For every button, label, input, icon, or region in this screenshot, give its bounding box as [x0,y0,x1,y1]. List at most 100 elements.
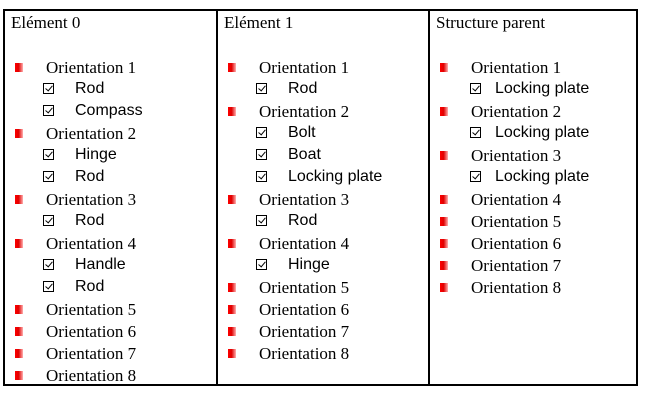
orientation-item: Orientation 5 [430,212,636,234]
checkbox-checked-icon [256,215,267,226]
checkbox-checked-icon [256,149,267,160]
red-square-bullet-icon [228,349,236,358]
orientation-label: Orientation 2 [46,124,137,143]
orientation-item: Orientation 3 [5,190,216,212]
checkbox-checked-icon [43,149,54,160]
red-square-bullet-icon [228,239,236,248]
checkbox-checked-icon [256,171,267,182]
component-item: Bolt [218,124,428,146]
column-header: Structure parent [436,13,546,32]
red-square-bullet-icon [440,63,448,72]
orientation-label: Orientation 1 [46,58,137,77]
column-header: Elément 1 [224,13,294,32]
component-item: Rod [5,278,216,300]
component-label: Rod [75,278,105,295]
checkbox-checked-icon [256,83,267,94]
orientation-label: Orientation 7 [471,256,562,275]
component-label: Locking plate [495,80,590,97]
orientation-item: Orientation 1 [218,58,428,80]
orientation-label: Orientation 3 [46,190,137,209]
component-item: Rod [5,80,216,102]
red-square-bullet-icon [440,107,448,116]
component-item: Handle [5,256,216,278]
orientation-item: Orientation 2 [430,102,636,124]
component-label: Rod [75,168,105,185]
component-item: Rod [218,80,428,102]
orientation-label: Orientation 5 [259,278,350,297]
orientation-item: Orientation 2 [218,102,428,124]
orientation-label: Orientation 2 [471,102,562,121]
checkbox-checked-icon [43,83,54,94]
red-square-bullet-icon [15,371,23,380]
orientation-label: Orientation 3 [471,146,562,165]
orientation-item: Orientation 6 [5,322,216,344]
component-label: Hinge [288,256,330,273]
red-square-bullet-icon [228,305,236,314]
orientation-item: Orientation 4 [5,234,216,256]
component-item: Rod [218,212,428,234]
orientation-item: Orientation 8 [5,366,216,388]
orientation-item: Orientation 7 [218,322,428,344]
component-label: Locking plate [495,124,590,141]
component-label: Boat [288,146,321,163]
orientation-label: Orientation 7 [259,322,350,341]
orientation-label: Orientation 4 [259,234,350,253]
orientation-label: Orientation 3 [259,190,350,209]
orientation-label: Orientation 1 [471,58,562,77]
component-label: Rod [75,212,105,229]
component-label: Rod [75,80,105,97]
checkbox-checked-icon [43,259,54,270]
component-item: Locking plate [430,168,636,190]
orientation-item: Orientation 6 [218,300,428,322]
orientation-item: Orientation 4 [218,234,428,256]
red-square-bullet-icon [228,327,236,336]
checkbox-checked-icon [256,127,267,138]
component-label: Handle [75,256,126,273]
orientation-item: Orientation 5 [5,300,216,322]
orientation-item: Orientation 8 [218,344,428,366]
red-square-bullet-icon [15,195,23,204]
red-square-bullet-icon [228,195,236,204]
red-square-bullet-icon [440,151,448,160]
orientation-label: Orientation 8 [46,366,137,385]
component-label: Rod [288,80,318,97]
red-square-bullet-icon [440,239,448,248]
orientation-item: Orientation 3 [430,146,636,168]
orientation-label: Orientation 8 [259,344,350,363]
component-label: Hinge [75,146,117,163]
orientation-label: Orientation 7 [46,344,137,363]
checkbox-checked-icon [43,281,54,292]
component-label: Compass [75,102,143,119]
red-square-bullet-icon [228,107,236,116]
orientation-label: Orientation 5 [471,212,562,231]
red-square-bullet-icon [440,195,448,204]
component-item: Hinge [5,146,216,168]
orientation-label: Orientation 6 [471,234,562,253]
checkbox-checked-icon [470,127,481,138]
orientation-item: Orientation 8 [430,278,636,300]
orientation-label: Orientation 1 [259,58,350,77]
orientation-label: Orientation 4 [46,234,137,253]
orientation-label: Orientation 6 [46,322,137,341]
orientation-label: Orientation 8 [471,278,562,297]
red-square-bullet-icon [228,283,236,292]
component-item: Rod [5,168,216,190]
component-item: Boat [218,146,428,168]
orientation-label: Orientation 2 [259,102,350,121]
orientation-label: Orientation 4 [471,190,562,209]
orientation-item: Orientation 7 [5,344,216,366]
checkbox-checked-icon [43,171,54,182]
red-square-bullet-icon [15,129,23,138]
orientation-item: Orientation 7 [430,256,636,278]
component-label: Rod [288,212,318,229]
red-square-bullet-icon [440,261,448,270]
red-square-bullet-icon [15,327,23,336]
column-header: Elément 0 [11,13,81,32]
orientation-item: Orientation 3 [218,190,428,212]
orientation-item: Orientation 2 [5,124,216,146]
red-square-bullet-icon [15,349,23,358]
checkbox-checked-icon [43,105,54,116]
